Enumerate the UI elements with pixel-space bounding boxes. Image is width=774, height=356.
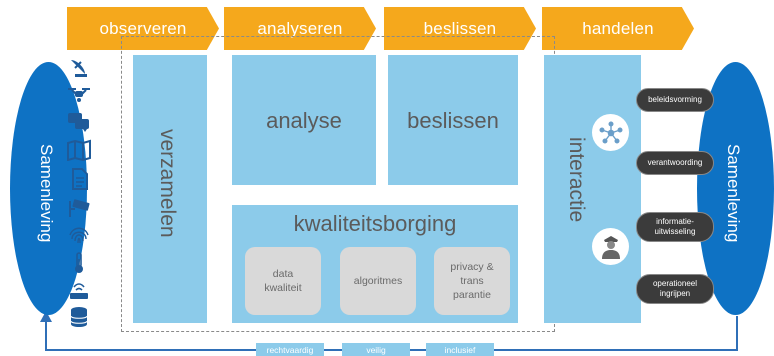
panel-analyse: analyse bbox=[232, 55, 376, 185]
network-icon bbox=[592, 114, 629, 151]
fingerprint-icon bbox=[69, 227, 89, 244]
quality-box-line: trans bbox=[460, 275, 484, 287]
panel-beslissen-label: beslissen bbox=[407, 108, 499, 133]
outcome-pill-operationeel-ingrijpen: operationeel ingrijpen bbox=[636, 274, 714, 304]
document-icon bbox=[72, 168, 88, 190]
society-label-right: Samenleving bbox=[724, 144, 743, 243]
chat-icon bbox=[68, 113, 89, 132]
value-label-rechtvaardig: rechtvaardig bbox=[256, 343, 324, 356]
camera-icon bbox=[69, 199, 90, 217]
pill-text: verantwoording bbox=[647, 158, 703, 167]
panel-beslissen: beslissen bbox=[388, 55, 518, 185]
society-ellipse-right: Samenleving bbox=[697, 62, 774, 315]
value-label-veilig: veilig bbox=[342, 343, 410, 356]
drone-icon bbox=[68, 88, 90, 102]
panel-kwaliteitsborging-label: kwaliteitsborging bbox=[293, 211, 457, 236]
router-icon bbox=[70, 283, 88, 299]
panel-verzamelen-label: verzamelen bbox=[156, 129, 179, 238]
phase-chevron-beslissen: beslissen bbox=[384, 7, 536, 50]
pill-text: informatie- bbox=[656, 217, 694, 226]
value-label-inclusief: inclusief bbox=[426, 343, 494, 356]
society-label-left: Samenleving bbox=[37, 144, 56, 243]
satellite-dish-icon bbox=[71, 60, 87, 77]
panel-interactie-label: interactie bbox=[565, 137, 588, 223]
quality-box-algoritmes: algoritmes bbox=[340, 247, 416, 315]
panel-kwaliteitsborging: kwaliteitsborging data kwaliteit algorit… bbox=[232, 205, 518, 323]
pill-text: operationeel bbox=[652, 279, 698, 288]
panel-verzamelen: verzamelen bbox=[133, 55, 207, 323]
outcome-pill-beleidsvorming: beleidsvorming bbox=[636, 88, 714, 112]
quality-box-line: privacy & bbox=[450, 261, 494, 273]
database-icon bbox=[70, 307, 88, 327]
thermometer-icon bbox=[75, 252, 83, 273]
quality-box-data-kwaliteit: data kwaliteit bbox=[245, 247, 321, 315]
phase-chevron-observeren: observeren bbox=[67, 7, 219, 50]
quality-box-privacy-transparantie: privacy & trans parantie bbox=[434, 247, 510, 315]
quality-box-line: parantie bbox=[453, 289, 491, 301]
quality-box-line: algoritmes bbox=[353, 275, 403, 287]
police-officer-icon bbox=[592, 228, 629, 265]
phase-chevron-analyseren: analyseren bbox=[224, 7, 376, 50]
quality-box-line: data bbox=[272, 268, 294, 280]
quality-box-line: kwaliteit bbox=[264, 282, 302, 294]
outcome-pill-verantwoording: verantwoording bbox=[636, 151, 714, 175]
pill-text: uitwisseling bbox=[654, 227, 696, 236]
phase-chevron-handelen: handelen bbox=[542, 7, 694, 50]
panel-analyse-label: analyse bbox=[266, 108, 342, 133]
panel-interactie: interactie bbox=[544, 55, 641, 323]
pill-text: beleidsvorming bbox=[648, 95, 702, 104]
outcome-pill-informatie-uitwisseling: informatie- uitwisseling bbox=[636, 212, 714, 242]
pill-text: ingrijpen bbox=[659, 289, 691, 298]
map-icon bbox=[67, 139, 91, 161]
